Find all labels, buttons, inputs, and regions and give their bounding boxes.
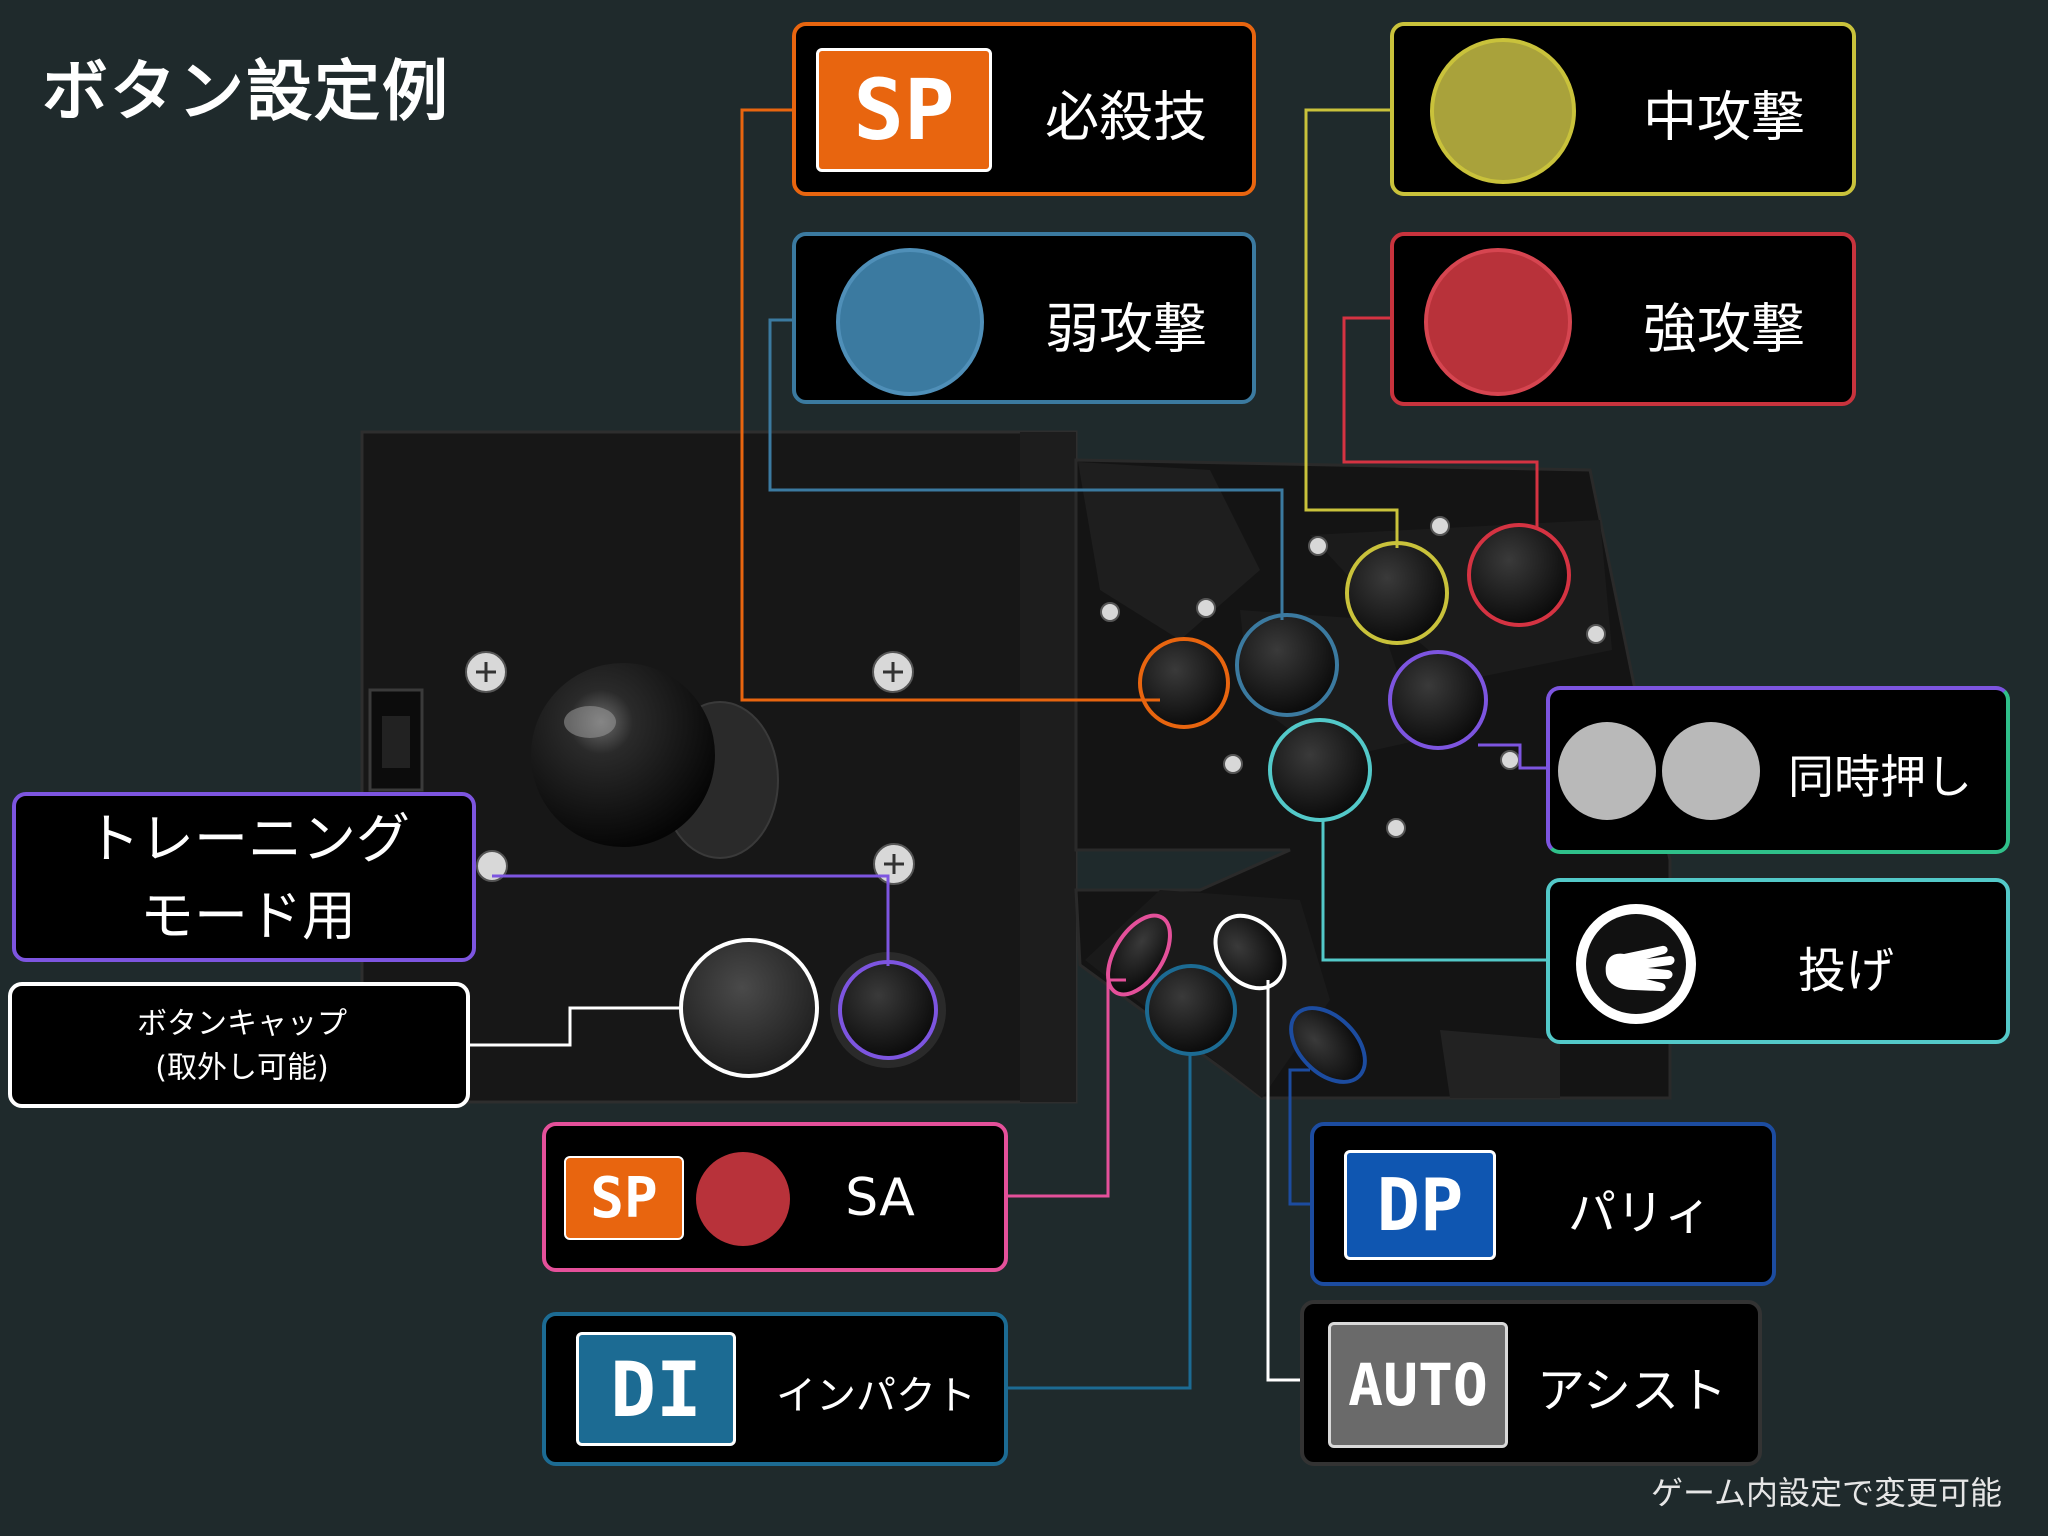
sa-label: SA xyxy=(845,1168,915,1228)
light-label: 弱攻撃 xyxy=(1045,297,1207,361)
label-simultaneous: 同時押し xyxy=(1546,686,2010,854)
sp-badge: SP xyxy=(816,48,992,172)
page-title: ボタン設定例 xyxy=(42,53,450,130)
sa-sp-badge: SP xyxy=(564,1156,684,1240)
parry-label: パリィ xyxy=(1567,1185,1713,1241)
di-badge: DI xyxy=(576,1332,736,1446)
arcade-buttons xyxy=(1106,523,1571,1084)
label-training: トレーニング モード用 xyxy=(12,792,476,962)
label-sa: SP SA xyxy=(542,1122,1008,1272)
special-label: 必殺技 xyxy=(1045,85,1207,149)
label-parry: DP パリィ xyxy=(1310,1122,1776,1286)
footnote: ゲーム内設定で変更可能 xyxy=(1650,1474,2002,1512)
impact-label: インパクト xyxy=(776,1373,976,1419)
cap-line-2: (取外し可能) xyxy=(155,1050,329,1085)
light-button-icon xyxy=(836,248,984,396)
throw-label: 投げ xyxy=(1797,943,1895,999)
leader-lines xyxy=(470,108,1550,1390)
cap-label: ボタンキャップ (取外し可能) xyxy=(137,1003,347,1090)
simultaneous-label: 同時押し xyxy=(1788,750,1972,804)
hand-icon xyxy=(1576,904,1696,1024)
medium-label: 中攻撃 xyxy=(1643,85,1805,149)
heavy-label: 強攻撃 xyxy=(1643,297,1805,361)
label-assist: AUTO アシスト xyxy=(1300,1300,1762,1466)
assist-label: アシスト xyxy=(1536,1363,1728,1419)
button-cap xyxy=(679,938,819,1078)
label-throw: 投げ xyxy=(1546,878,2010,1044)
gray-button-icon-2 xyxy=(1662,722,1760,820)
training-label: トレーニング モード用 xyxy=(86,801,410,954)
heavy-button-icon xyxy=(1424,248,1572,396)
medium-button-icon xyxy=(1430,38,1576,184)
screws xyxy=(465,516,1606,885)
auto-badge: AUTO xyxy=(1328,1322,1508,1448)
gray-button-icon-1 xyxy=(1558,722,1656,820)
label-heavy: 強攻撃 xyxy=(1390,232,1856,406)
joystick xyxy=(531,663,779,859)
training-button xyxy=(830,952,946,1068)
dp-badge: DP xyxy=(1344,1150,1496,1260)
sa-red-button-icon xyxy=(696,1152,790,1246)
label-impact: DI インパクト xyxy=(542,1312,1008,1466)
cap-line-1: ボタンキャップ xyxy=(137,1006,347,1042)
label-button-cap: ボタンキャップ (取外し可能) xyxy=(8,982,470,1108)
label-special: SP 必殺技 xyxy=(792,22,1256,196)
screw-crosses xyxy=(476,662,904,874)
training-line-2: モード用 xyxy=(140,884,356,947)
label-medium: 中攻撃 xyxy=(1390,22,1856,196)
training-line-1: トレーニング xyxy=(86,807,410,871)
label-light: 弱攻撃 xyxy=(792,232,1256,404)
